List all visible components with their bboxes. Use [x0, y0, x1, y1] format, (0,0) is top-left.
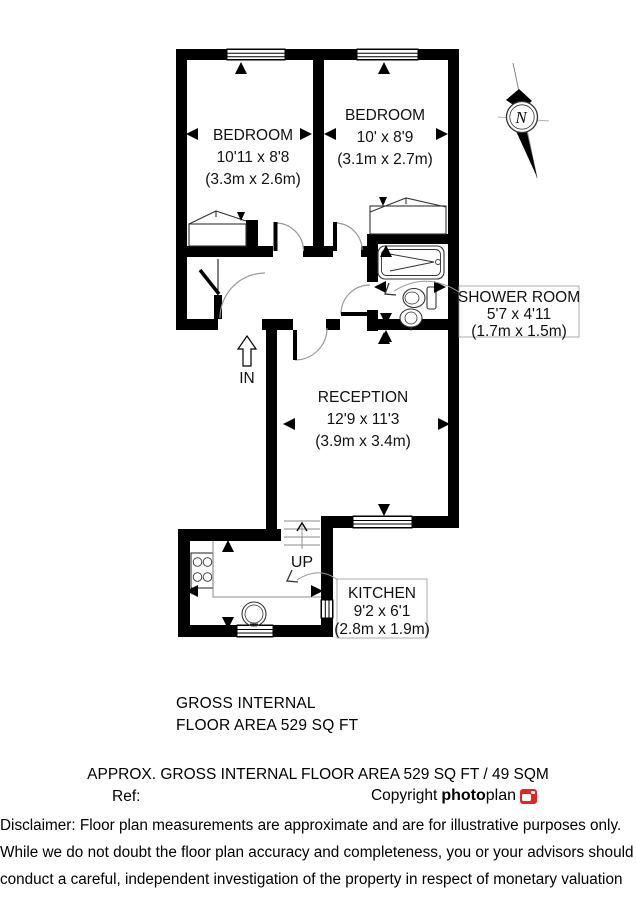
gross-internal-line2: FLOOR AREA 529 SQ FT: [176, 717, 359, 734]
window-bedroom2: [356, 48, 419, 61]
door-reception: [293, 327, 328, 361]
bedroom2-name: BEDROOM: [345, 107, 425, 124]
brand-regular-part: plan: [485, 787, 516, 804]
photoplan-camera-icon: [520, 788, 537, 804]
reception-size-metric: (3.9m x 3.4m): [315, 433, 411, 450]
copyright-label: Copyright: [370, 787, 438, 804]
door-bedroom1: [273, 222, 305, 252]
ref-label: Ref:: [112, 788, 141, 805]
shower-room-size-imperial: 5'7 x 4'11: [487, 306, 551, 323]
bedroom1-label: BEDROOM 10'11 x 8'8 (3.3m x 2.6m): [205, 127, 301, 188]
window-bedroom1: [226, 48, 286, 61]
bedroom2-label: BEDROOM 10' x 8'9 (3.1m x 2.7m): [337, 107, 433, 168]
stairs-up-arrow: [296, 521, 308, 532]
stairs: [284, 520, 320, 549]
disclaimer: Disclaimer: Floor plan measurements are …: [0, 812, 634, 893]
window-kitchen-bottom: [236, 624, 274, 638]
dimension-arrows: [186, 62, 450, 629]
reception-name: RECEPTION: [318, 389, 408, 406]
kitchen-label: KITCHEN 9'2 x 6'1 (2.8m x 1.9m): [334, 585, 430, 638]
wardrobe-bedroom2: [369, 197, 447, 235]
approx-area-line: APPROX. GROSS INTERNAL FLOOR AREA 529 SQ…: [87, 766, 549, 783]
bedroom1-size-metric: (3.3m x 2.6m): [205, 171, 301, 188]
window-kitchen-side: [320, 599, 334, 619]
photoplan-brand: photoplan: [441, 787, 516, 805]
brand-bold-part: photo: [441, 787, 486, 804]
kitchen-label-box: [336, 578, 428, 639]
bedroom2-size-metric: (3.1m x 2.7m): [337, 151, 433, 168]
compass-north-label: N: [514, 108, 528, 127]
entrance-marker: IN: [236, 334, 258, 387]
basin: [399, 308, 423, 331]
disclaimer-line2: While we do not doubt the floor plan acc…: [0, 844, 634, 861]
window-reception: [352, 515, 413, 529]
kitchen-size-metric: (2.8m x 1.9m): [334, 621, 430, 638]
gross-internal-note: GROSS INTERNAL FLOOR AREA 529 SQ FT: [176, 693, 358, 737]
door-entrance: [219, 272, 266, 319]
reception-size-imperial: 12'9 x 11'3: [327, 411, 400, 428]
entrance-arrow-icon: [236, 334, 258, 367]
counter-edge: [212, 541, 321, 598]
door-hall-cupboard: [198, 259, 221, 296]
kitchen-name: KITCHEN: [348, 585, 416, 602]
copyright-line: Copyright photoplan: [371, 787, 537, 805]
compass: N: [497, 62, 550, 179]
gross-internal-line1: GROSS INTERNAL: [176, 695, 316, 712]
disclaimer-line3: conduct a careful, independent investiga…: [0, 871, 623, 888]
doors: [198, 222, 371, 361]
stairs-up-label: UP: [291, 554, 313, 571]
bath: [377, 245, 445, 280]
entrance-label: IN: [239, 370, 255, 387]
shower-room-label-box: [458, 285, 580, 338]
hob: [190, 552, 214, 589]
room-labels: BEDROOM 10'11 x 8'8 (3.3m x 2.6m) BEDROO…: [205, 107, 580, 638]
shower-room-label: SHOWER ROOM 5'7 x 4'11 (1.7m x 1.5m): [458, 289, 580, 340]
kitchen-size-imperial: 9'2 x 6'1: [354, 603, 411, 620]
reception-label: RECEPTION 12'9 x 11'3 (3.9m x 3.4m): [315, 389, 411, 450]
bedroom1-size-imperial: 10'11 x 8'8: [217, 149, 290, 166]
shower-room-name: SHOWER ROOM: [458, 289, 580, 306]
door-shower-room: [340, 284, 371, 316]
compass-needle-tail: [516, 128, 537, 177]
shower-room-size-metric: (1.7m x 1.5m): [471, 323, 567, 340]
floorplan-drawing: IN N BEDROOM 10'11 x 8'8 (3.3m x 2.6m) B…: [176, 48, 580, 639]
disclaimer-line1: Disclaimer: Floor plan measurements are …: [0, 817, 622, 834]
door-bedroom2: [333, 222, 363, 251]
sink: [241, 601, 267, 627]
windows: [226, 48, 419, 638]
bedroom1-name: BEDROOM: [213, 127, 293, 144]
bedroom2-size-imperial: 10' x 8'9: [357, 129, 414, 146]
fixtures: [188, 197, 447, 627]
toilet: [402, 286, 437, 310]
wardrobe-bedroom1: [188, 210, 247, 247]
